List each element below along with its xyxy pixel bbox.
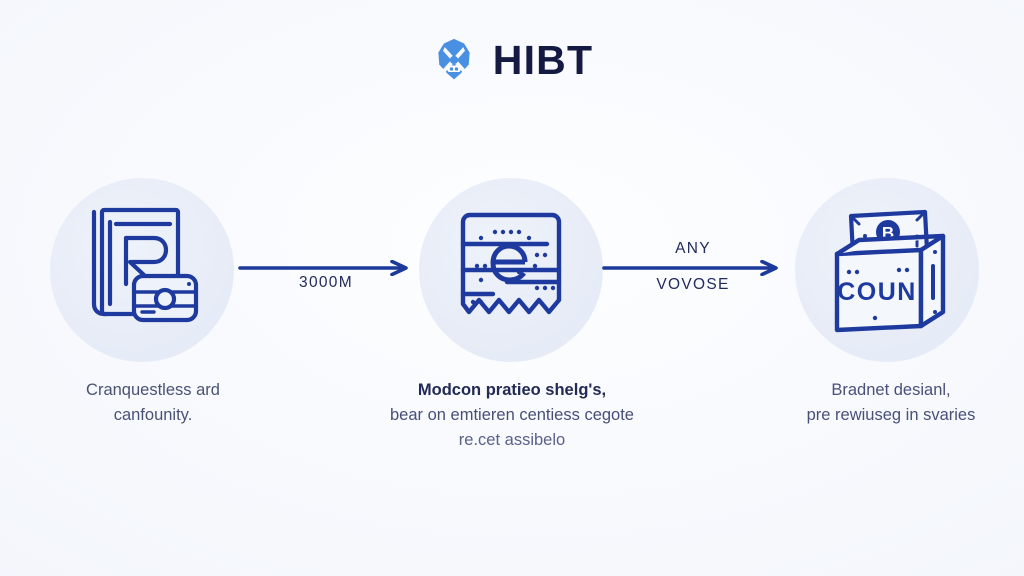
document-with-wallet-icon	[91, 207, 199, 323]
connector-2: ANY VOVOSE	[602, 232, 784, 302]
caption-line: re.cet assibelo	[458, 431, 566, 449]
arrow-right-icon	[602, 260, 778, 276]
receipt-with-e-icon	[460, 212, 562, 315]
step-1	[46, 176, 238, 366]
step-2-caption: Modcon pratieo shelg's, bear on emtieren…	[322, 378, 702, 453]
box-with-bitcoin-banknote-icon: B	[834, 209, 946, 333]
step-3-caption: Bradnet desianl, pre rewiuseg in svaries	[748, 378, 1024, 428]
step-2	[415, 176, 607, 366]
brand-header: HIBT	[0, 28, 1024, 92]
steps-row: B	[0, 176, 1024, 366]
caption-line: Modcon pratieo shelg's,	[417, 381, 607, 399]
connector-1: 3000M	[238, 232, 414, 302]
brand-name: HIBT	[492, 36, 594, 83]
svg-text:COUN: COUN	[837, 278, 917, 306]
caption-line: Bradnet desianl,	[831, 381, 951, 399]
connector-2-label-above: ANY	[675, 240, 711, 257]
hibt-gem-logo-icon	[438, 38, 470, 80]
step-3: B	[791, 176, 983, 366]
connector-1-label-below: 3000M	[299, 274, 353, 291]
caption-line: bear on emtieren centiess cegote	[390, 406, 634, 424]
caption-line: pre rewiuseg in svaries	[806, 406, 976, 424]
connector-2-label-below: VOVOSE	[656, 276, 730, 293]
arrow-right-icon	[238, 260, 408, 276]
caption-line: canfounity.	[113, 406, 193, 424]
step-1-caption: Cranquestless ard canfounity.	[22, 378, 284, 428]
captions-row: Cranquestless ard canfounity. Modcon pra…	[0, 378, 1024, 488]
caption-line: Cranquestless ard	[86, 381, 220, 399]
